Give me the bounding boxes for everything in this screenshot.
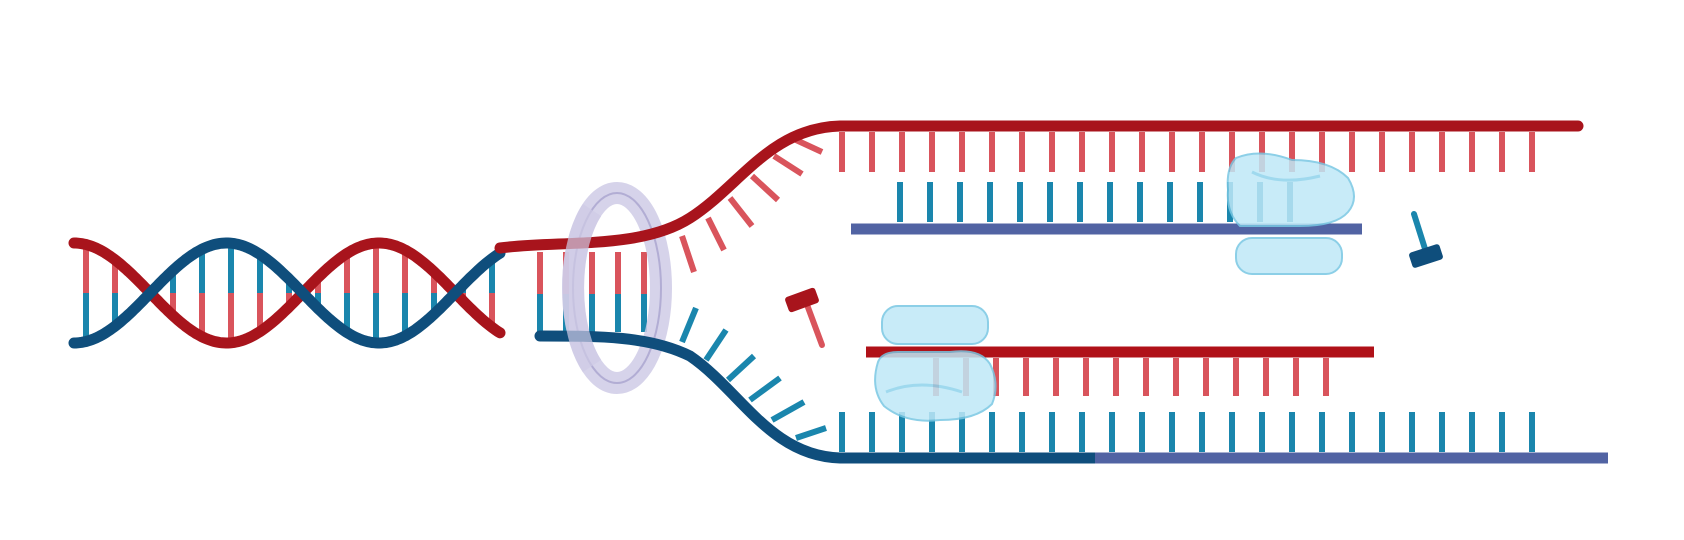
polymerase-icon: [874, 305, 997, 422]
fork-base-pair: [770, 399, 806, 423]
fork-base-pair: [772, 153, 804, 177]
polymerase-icon: [1226, 152, 1355, 275]
fork-base-pair: [725, 353, 757, 383]
fork-base-pair: [748, 375, 782, 403]
fork-base-pair: [679, 235, 697, 273]
leading-strand-base-pairs: [839, 132, 1535, 222]
fork-base-pair: [795, 425, 827, 441]
helicase-ring-front: [562, 203, 602, 373]
nucleotide-icon: [785, 287, 825, 348]
fork-base-pair: [679, 306, 699, 344]
parental-strand-red-fork: [494, 120, 1584, 254]
fork-base-pair: [727, 196, 755, 228]
parental-strand-blue-helix: [68, 237, 506, 349]
fork-base-pair: [794, 137, 824, 155]
fork-base-pair: [705, 216, 727, 252]
parental-strand-red-helix: [68, 237, 506, 349]
nucleotide-icon: [1409, 211, 1443, 268]
fork-base-pair: [703, 328, 729, 362]
parental-strand-blue-fork: [534, 330, 1101, 464]
fork-base-pair: [749, 173, 781, 203]
lagging-strand-base-pairs: [839, 358, 1535, 452]
